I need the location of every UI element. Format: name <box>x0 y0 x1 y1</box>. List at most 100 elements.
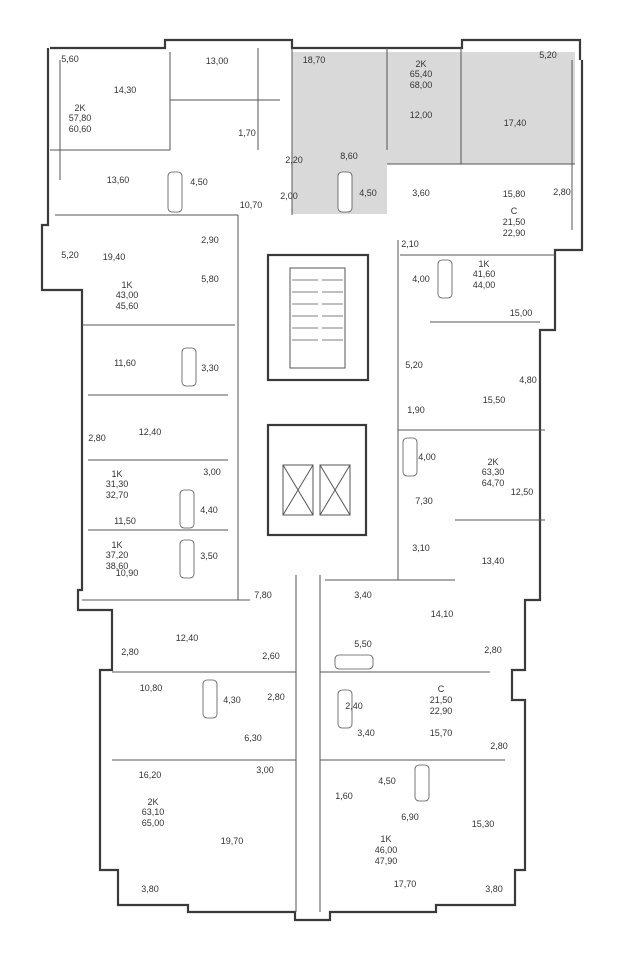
room-area: 15,80 <box>503 189 526 199</box>
room-area: 19,70 <box>221 836 244 846</box>
svg-text:2K: 2K <box>415 59 426 69</box>
svg-text:63,10: 63,10 <box>142 807 165 817</box>
room-area: 3,80 <box>141 884 159 894</box>
room-area: 3,50 <box>200 551 218 561</box>
room-area: 12,50 <box>511 487 534 497</box>
room-area: 13,60 <box>107 175 130 185</box>
svg-text:32,70: 32,70 <box>106 490 129 500</box>
room-area: 6,90 <box>401 812 419 822</box>
room-area: 3,60 <box>412 188 430 198</box>
room-area: 2,20 <box>285 155 303 165</box>
room-area: 3,40 <box>357 728 375 738</box>
room-area: 16,20 <box>139 770 162 780</box>
svg-text:38,60: 38,60 <box>106 561 129 571</box>
svg-text:57,80: 57,80 <box>69 113 92 123</box>
apartment-label: 1K 41,60 44,00 <box>473 259 496 290</box>
room-area: 14,10 <box>431 609 454 619</box>
room-area: 12,40 <box>139 427 162 437</box>
room-area: 10,80 <box>140 683 163 693</box>
apartment-label: C 21,50 22,90 <box>503 206 526 238</box>
svg-text:2K: 2K <box>147 797 158 807</box>
room-area: 5,20 <box>61 250 79 260</box>
svg-text:1K: 1K <box>380 834 391 844</box>
room-area: 2,80 <box>490 741 508 751</box>
svg-text:22,90: 22,90 <box>503 228 526 238</box>
apartment-label-selected: 2K 65,40 68,00 <box>410 59 433 90</box>
apartment-label: 2K 63,10 65,00 <box>142 797 165 828</box>
svg-text:43,00: 43,00 <box>116 290 139 300</box>
room-area: 19,40 <box>103 252 126 262</box>
room-area: 2,00 <box>280 191 298 201</box>
room-area: 4,30 <box>223 695 241 705</box>
room-area: 15,00 <box>510 308 533 318</box>
room-area: 13,40 <box>482 556 505 566</box>
apartment-labels: 2K 57,80 60,60 2K 65,40 68,00 C 21,50 22… <box>69 59 526 866</box>
room-area: 1,60 <box>335 791 353 801</box>
room-area: 3,10 <box>412 543 430 553</box>
room-area: 12,00 <box>410 110 433 120</box>
room-area: 5,80 <box>201 274 219 284</box>
room-area: 17,70 <box>394 879 417 889</box>
room-area: 3,80 <box>485 884 503 894</box>
svg-text:C: C <box>511 206 518 216</box>
svg-text:64,70: 64,70 <box>482 478 505 488</box>
apartment-label: 2K 57,80 60,60 <box>69 103 92 134</box>
svg-text:37,20: 37,20 <box>106 550 129 560</box>
svg-text:22,90: 22,90 <box>430 706 453 716</box>
apartment-label: 1K 43,00 45,60 <box>116 280 139 311</box>
room-area: 5,50 <box>354 639 372 649</box>
room-area: 15,30 <box>472 819 495 829</box>
apartment-label: 1K 37,20 38,60 <box>106 540 129 571</box>
room-area: 2,60 <box>262 651 280 661</box>
room-area: 14,30 <box>114 85 137 95</box>
room-area: 3,00 <box>203 467 221 477</box>
svg-text:21,50: 21,50 <box>430 695 453 705</box>
room-area: 7,30 <box>415 496 433 506</box>
room-area: 4,40 <box>200 505 218 515</box>
room-area: 7,80 <box>254 590 272 600</box>
room-area: 18,70 <box>303 55 326 65</box>
room-area: 4,50 <box>359 188 377 198</box>
svg-text:65,40: 65,40 <box>410 69 433 79</box>
room-area: 1,90 <box>407 405 425 415</box>
room-area: 5,20 <box>405 360 423 370</box>
svg-text:60,60: 60,60 <box>69 124 92 134</box>
svg-text:68,00: 68,00 <box>410 80 433 90</box>
svg-text:63,30: 63,30 <box>482 467 505 477</box>
svg-text:1K: 1K <box>121 280 132 290</box>
svg-text:65,00: 65,00 <box>142 818 165 828</box>
room-area: 17,40 <box>504 118 527 128</box>
bathtub-fixtures <box>167 171 453 802</box>
svg-text:44,00: 44,00 <box>473 280 496 290</box>
svg-text:1K: 1K <box>478 259 489 269</box>
room-area: 2,80 <box>121 647 139 657</box>
room-area: 4,00 <box>412 274 430 284</box>
svg-text:C: C <box>438 684 445 694</box>
room-area: 3,00 <box>256 765 274 775</box>
room-area: 4,50 <box>190 177 208 187</box>
room-area: 2,80 <box>553 187 571 197</box>
room-area: 4,00 <box>418 452 436 462</box>
room-area: 4,80 <box>519 375 537 385</box>
room-area: 2,80 <box>88 433 106 443</box>
room-area: 6,30 <box>244 733 262 743</box>
room-area: 2,80 <box>267 692 285 702</box>
svg-text:2K: 2K <box>74 103 85 113</box>
room-area: 11,60 <box>114 358 136 368</box>
svg-text:21,50: 21,50 <box>503 217 526 227</box>
room-area: 15,70 <box>430 728 453 738</box>
room-area: 13,00 <box>206 56 229 66</box>
elevator-shaft <box>266 423 368 537</box>
svg-text:31,30: 31,30 <box>106 479 129 489</box>
svg-text:47,90: 47,90 <box>375 856 398 866</box>
svg-text:45,60: 45,60 <box>116 301 139 311</box>
svg-text:2K: 2K <box>487 457 498 467</box>
interior-walls <box>50 48 575 912</box>
room-area: 15,50 <box>483 395 506 405</box>
room-area: 2,80 <box>484 645 502 655</box>
room-area: 5,60 <box>61 54 79 64</box>
apartment-label: 2K 63,30 64,70 <box>482 457 505 488</box>
apartment-label: 1K 31,30 32,70 <box>106 469 129 500</box>
room-area: 1,70 <box>238 128 256 138</box>
